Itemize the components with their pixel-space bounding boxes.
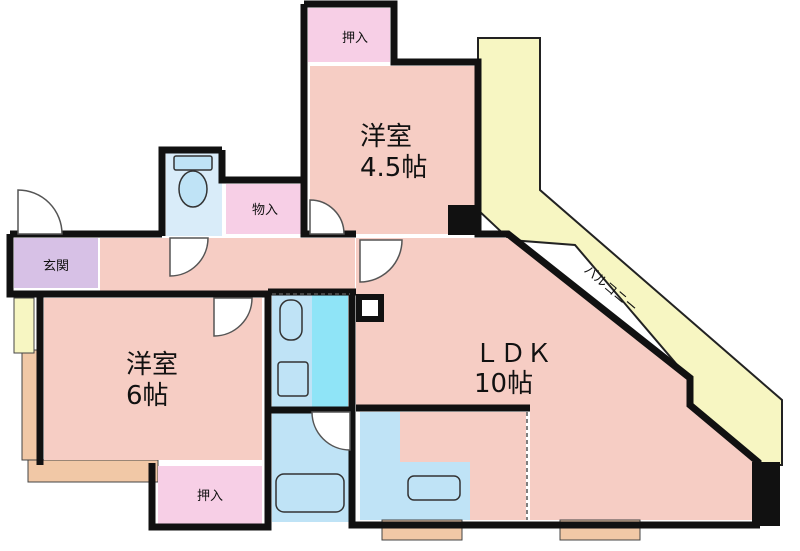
hallway	[100, 238, 355, 292]
storage-closet	[226, 184, 304, 234]
western-room-small-size: 4.5帖	[360, 153, 427, 183]
fixtures	[173, 155, 461, 513]
western-room-large-name: 洋室	[126, 350, 178, 380]
door-swings	[17, 189, 403, 451]
entrance-area	[14, 238, 98, 288]
western-room-large-size: 6帖	[126, 381, 169, 411]
closet-bottom-label: 押入	[197, 489, 223, 504]
pillar-4	[752, 462, 780, 526]
toilet-tank	[173, 155, 213, 171]
ldk-size: 10帖	[474, 369, 533, 399]
closet-top	[308, 8, 390, 62]
walls	[6, 0, 762, 531]
closet-top-label: 押入	[342, 31, 368, 46]
pillar-3	[362, 300, 378, 316]
pillar-1	[448, 205, 478, 235]
ldk-name: ＬＤＫ	[474, 339, 552, 369]
western-room-small	[310, 66, 475, 234]
bathtub-icon	[275, 473, 345, 513]
washbasin-icon	[279, 299, 303, 341]
ldk-room	[356, 238, 758, 520]
entrance-label: 玄関	[43, 259, 69, 274]
western-room-small-name: 洋室	[360, 122, 412, 152]
wood-deck-bottom	[27, 459, 159, 483]
closet-bottom	[158, 466, 262, 524]
toilet-bowl-icon	[178, 170, 208, 208]
kitchen-sink-icon	[407, 475, 461, 501]
washing-machine-icon	[277, 361, 309, 397]
storage-label: 物入	[252, 203, 278, 218]
wood-deck-yellow	[13, 297, 35, 354]
